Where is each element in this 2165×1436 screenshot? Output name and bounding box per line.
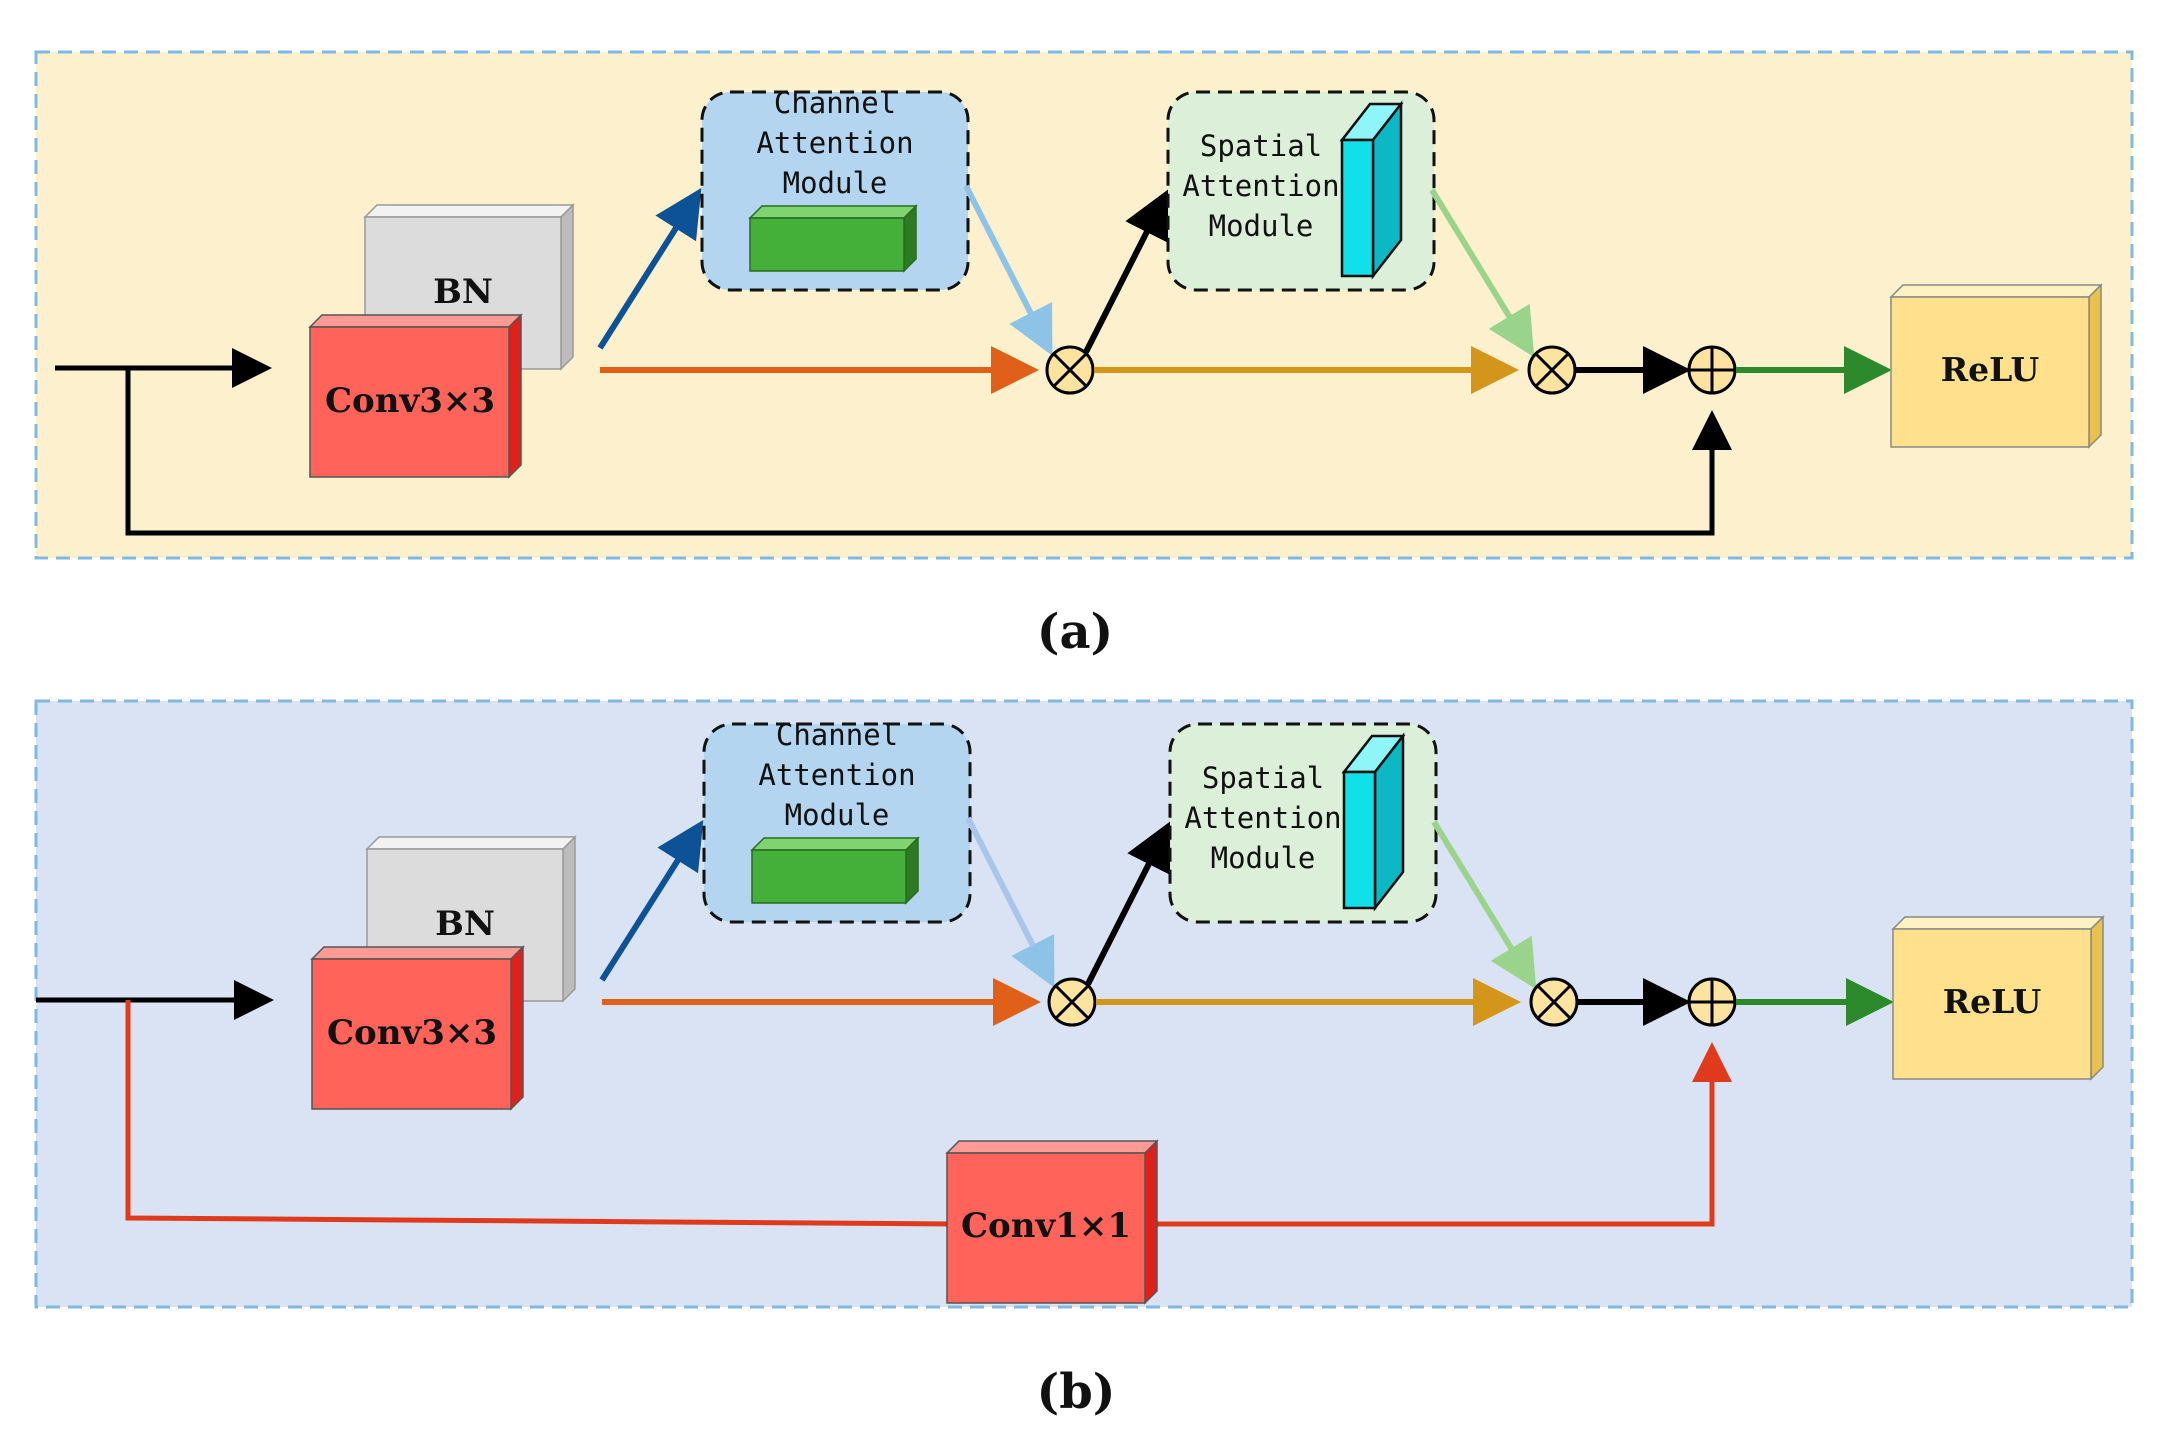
bn-label: BN [433,272,493,312]
add-node [1687,345,1737,395]
panel-a: BN Conv3×3 Channel Attention Module [34,50,2134,560]
cam-label-line3: Module [785,798,890,832]
conv1x1-label: Conv1×1 [961,1206,1131,1246]
conv3x3-block: Conv3×3 [310,945,525,1111]
shortcut-line [125,368,1732,536]
relu-block: ReLU [1891,915,2105,1081]
caption-b: (b) [1037,1364,1116,1420]
relu-label: ReLU [1941,350,2040,389]
sam-label-line1: Spatial [1200,129,1322,163]
panel-a-background [34,50,2134,560]
arrow-to-sam [1083,189,1169,354]
arrow-cam-to-mul1 [965,816,1055,988]
add-node [1687,977,1737,1027]
multiply-node-1 [1045,345,1095,395]
multiply-node-2 [1529,977,1579,1027]
spatial-attention-module: Spatial Attention Module [1166,90,1436,292]
spatial-attention-module: Spatial Attention Module [1168,722,1438,924]
arrow-to-cam [597,187,702,350]
sam-label-line1: Spatial [1202,761,1324,795]
multiply-node-2 [1527,345,1577,395]
cam-label-line1: Channel [774,86,896,120]
cam-label-line1: Channel [776,718,898,752]
panel-b: BN Conv3×3 Channel Attention Module [34,699,2134,1309]
channel-attention-module: Channel Attention Module [702,718,972,924]
cam-label-line2: Attention [758,758,915,792]
caption-a: (a) [1037,604,1114,660]
cam-label-line2: Attention [756,126,913,160]
conv1x1-block: Conv1×1 [945,1139,1159,1305]
multiply-node-1 [1047,977,1097,1027]
sam-label-line2: Attention [1182,169,1339,203]
relu-block: ReLU [1889,283,2103,449]
arrow-to-cam [599,819,704,982]
bn-block: BN [363,203,575,371]
sam-label-line3: Module [1211,841,1316,875]
conv3x3-label: Conv3×3 [327,1013,497,1053]
shortcut-line-out [1152,1042,1732,1227]
conv3x3-label: Conv3×3 [325,381,495,421]
sam-label-line2: Attention [1184,801,1341,835]
arrow-cam-to-mul1 [963,184,1053,356]
arrow-sam-to-mul2 [1431,820,1537,990]
relu-label: ReLU [1943,982,2042,1021]
arrow-to-sam [1085,821,1171,986]
cam-label-line3: Module [783,166,888,200]
channel-attention-module: Channel Attention Module [700,86,970,292]
arrow-sam-to-mul2 [1429,188,1535,358]
sam-label-line3: Module [1209,209,1314,243]
conv3x3-block: Conv3×3 [308,313,523,479]
shortcut-line-in [125,1000,953,1227]
bn-label: BN [435,904,495,944]
